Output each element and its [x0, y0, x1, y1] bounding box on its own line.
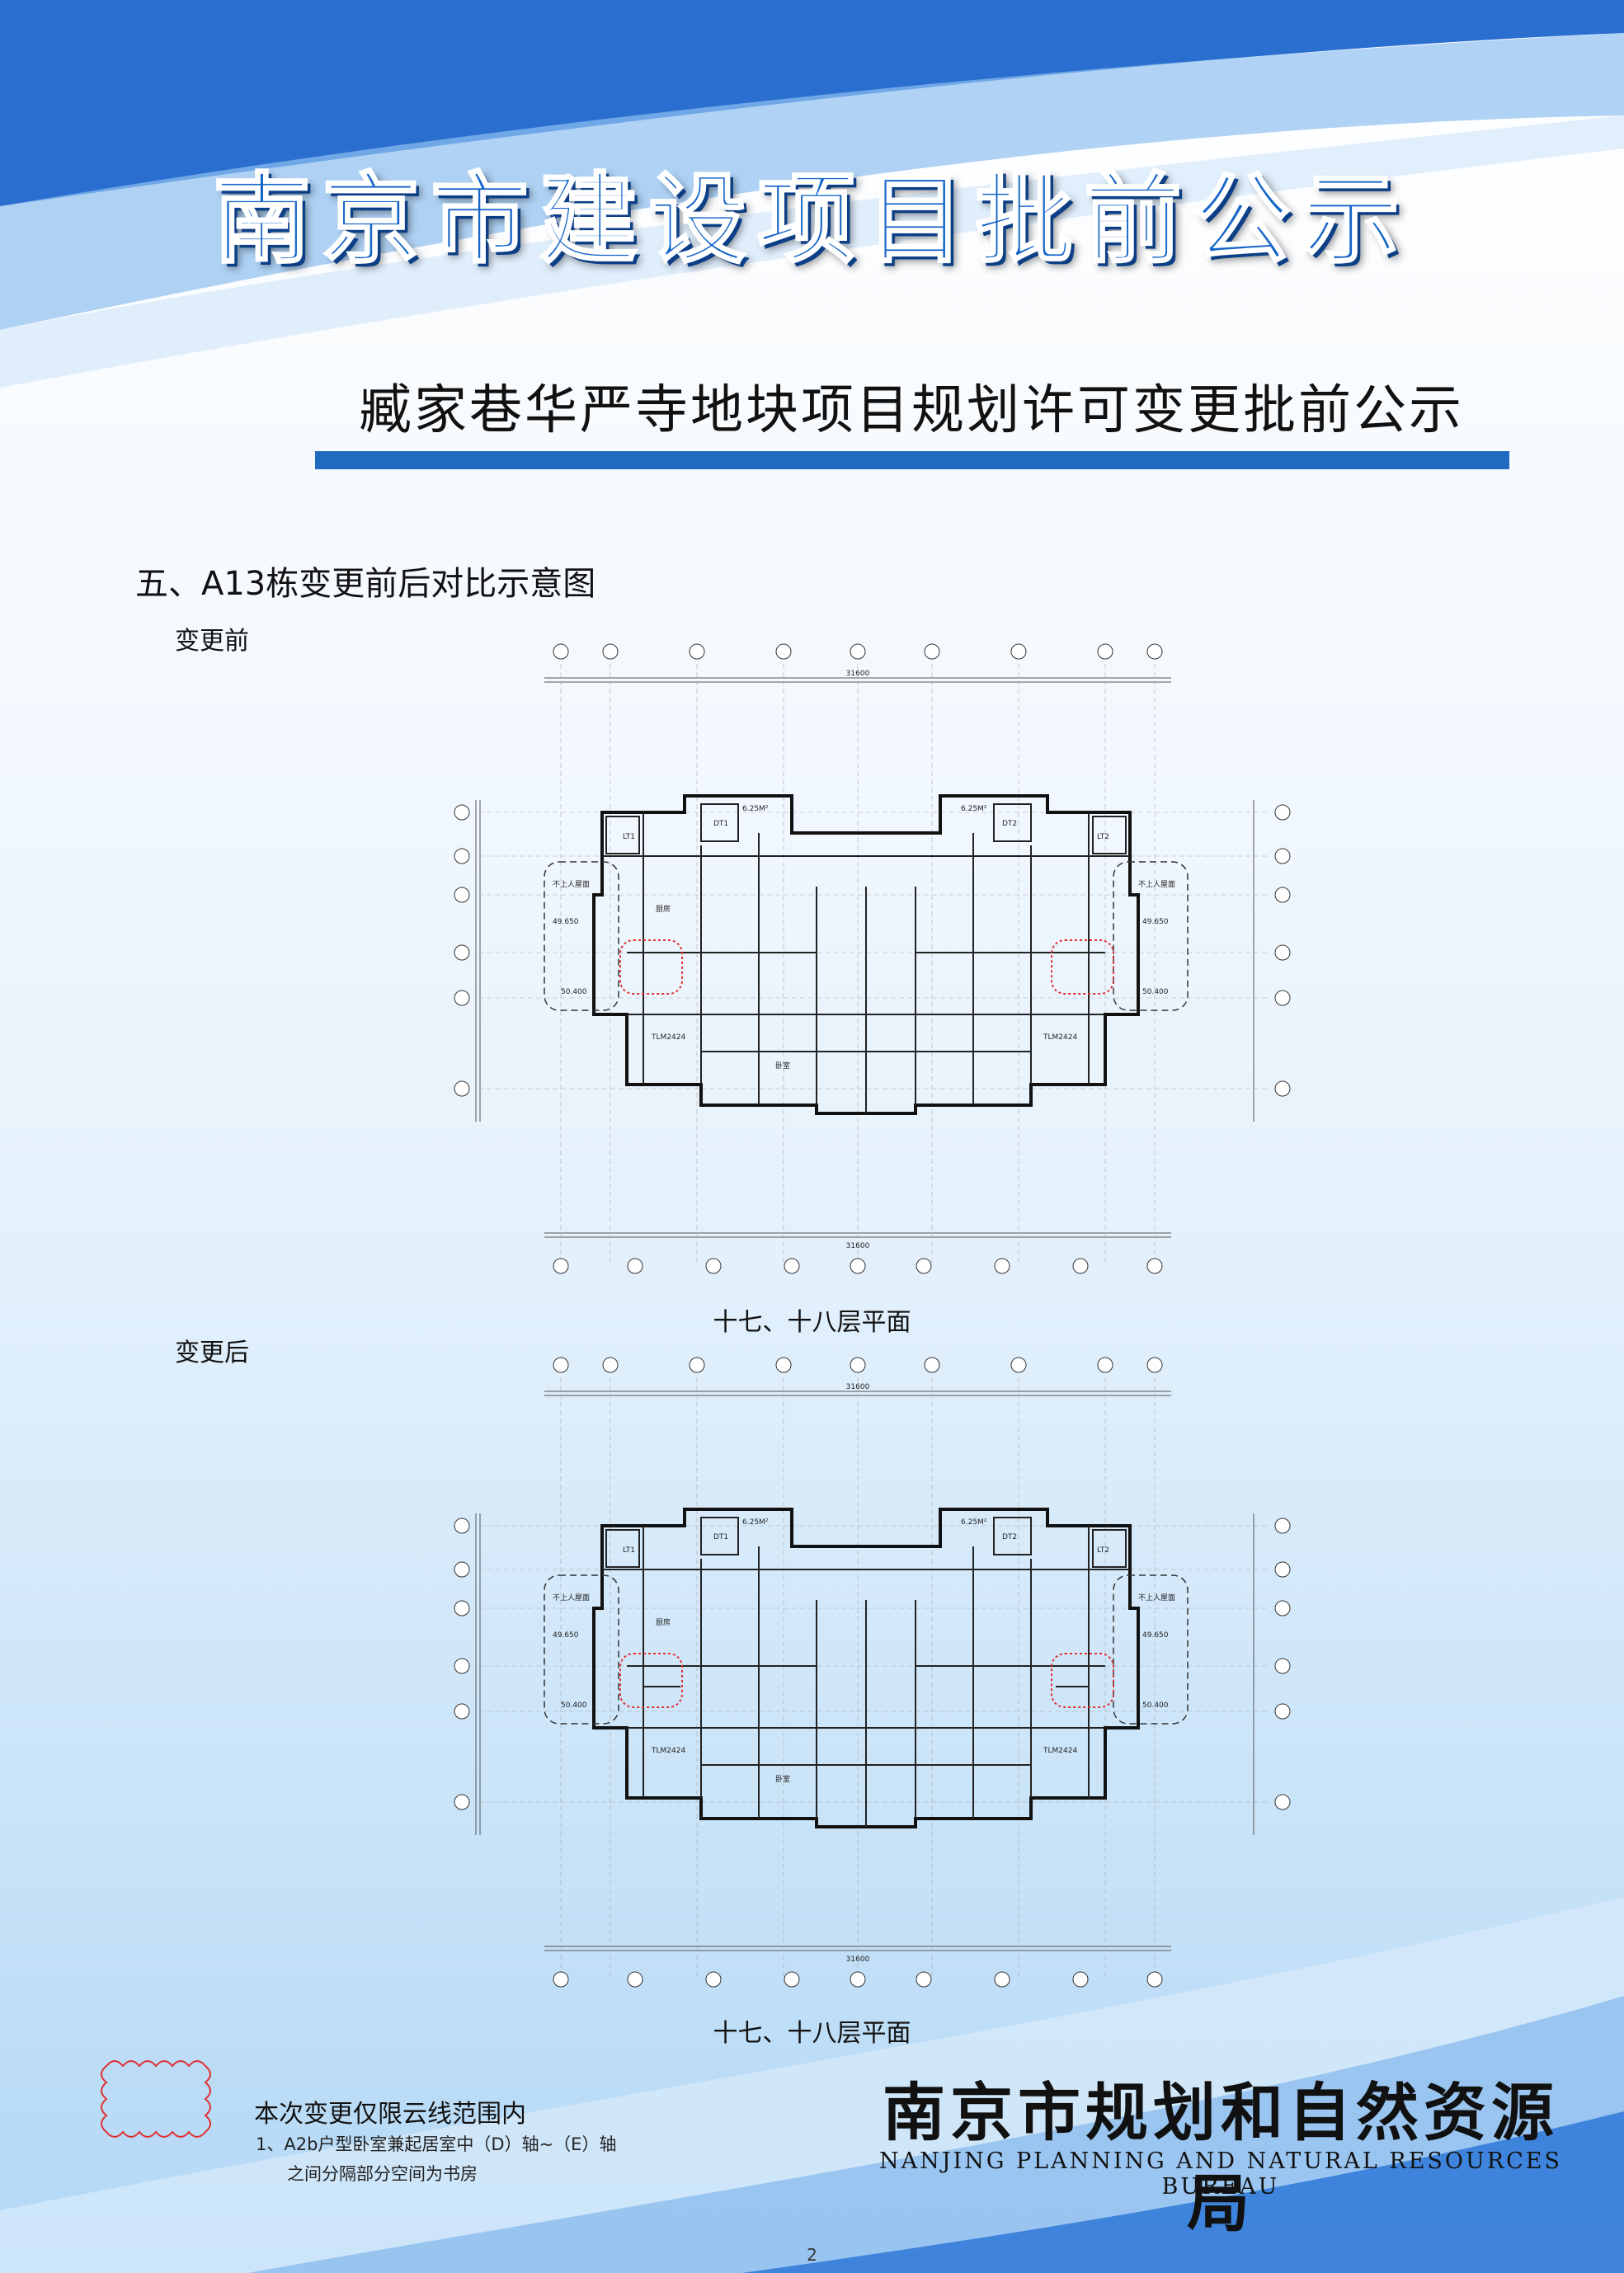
roof-label-right: 不上人屋面	[1138, 1593, 1175, 1602]
axis-bubbles	[454, 643, 1291, 1274]
elevation-left-2: 50.400	[561, 1701, 587, 1710]
revision-cloud-icon	[101, 2060, 211, 2138]
after-plan-caption: 十七、十八层平面	[713, 2019, 911, 2048]
elevation-left: 49.650	[553, 1631, 579, 1640]
elevator-label-dt1: DT1	[713, 820, 728, 828]
building-outline	[592, 1508, 1140, 1828]
interior-walls	[602, 1517, 1130, 1827]
bureau-name: 南京市规划和自然资源局	[883, 2076, 1559, 2240]
change-cloud-marks	[619, 1653, 1114, 1708]
main-title: 南京市建设项目批前公示	[212, 161, 1411, 278]
label-tlm-left: TLM2424	[651, 1033, 685, 1042]
elevation-right-2: 50.400	[1142, 988, 1169, 996]
before-plan-caption: 十七、十八层平面	[713, 1308, 911, 1337]
building-outline	[592, 794, 1140, 1115]
bottom-total-dimension: 31600	[846, 1242, 870, 1250]
label-tlm-left: TLM2424	[651, 1747, 685, 1755]
elevation-right: 49.650	[1142, 1631, 1169, 1640]
floor-plan-before: 31600 31600 15750 LT1 DT1 DT2 LT2 卧室 厨房 …	[454, 643, 1291, 1274]
roof-terrace-dashed	[544, 861, 1189, 1011]
section-title: 五、A13栋变更前后对比示意图	[135, 565, 596, 603]
after-label: 变更后	[175, 1339, 249, 1367]
stair-label-lt1: LT1	[623, 833, 635, 841]
elevation-right: 49.650	[1142, 918, 1169, 926]
roof-terrace-dashed	[544, 1574, 1189, 1725]
axis-bubbles	[454, 1357, 1291, 1988]
room-label-bedroom: 卧室	[775, 1061, 790, 1071]
label-tlm-right: TLM2424	[1043, 1033, 1077, 1042]
elevator-label-dt2: DT2	[1002, 820, 1017, 828]
roof-label-left: 不上人屋面	[553, 1593, 590, 1602]
subtitle: 臧家巷华严寺地块项目规划许可变更批前公示	[359, 380, 1464, 441]
bureau-name-english: NANJING PLANNING AND NATURAL RESOURCES B…	[878, 2148, 1563, 2200]
top-total-dimension: 31600	[846, 1383, 870, 1391]
area-label-right: 6.25M²	[961, 1518, 987, 1527]
room-label-kitchen: 厨房	[656, 904, 671, 914]
elevator-label-dt1: DT1	[713, 1533, 728, 1541]
room-label-kitchen: 厨房	[656, 1617, 671, 1627]
subtitle-underline	[315, 451, 1509, 469]
floor-plan-after: 31600 31600 LT1 DT1 DT2 LT2 卧室 厨房 不上人屋面 …	[454, 1357, 1291, 1988]
area-label-left: 6.25M²	[742, 805, 769, 813]
elevation-left: 49.650	[553, 918, 579, 926]
area-label-right: 6.25M²	[961, 805, 987, 813]
elevation-left-2: 50.400	[561, 988, 587, 996]
legend-note-line2: 之间分隔部分空间为书房	[287, 2164, 478, 2184]
change-cloud-marks	[619, 939, 1114, 995]
top-total-dimension: 31600	[846, 670, 870, 678]
stair-label-lt2: LT2	[1097, 1546, 1109, 1555]
area-label-left: 6.25M²	[742, 1518, 769, 1527]
interior-walls	[602, 803, 1130, 1113]
page-number: 2	[807, 2245, 817, 2265]
legend-note-line1: 1、A2b户型卧室兼起居室中（D）轴~（E）轴	[256, 2134, 617, 2154]
elevator-label-dt2: DT2	[1002, 1533, 1017, 1541]
axis-grid-lines	[478, 664, 1270, 1266]
before-label: 变更前	[175, 627, 249, 656]
room-label-bedroom: 卧室	[775, 1774, 790, 1784]
roof-label-right: 不上人屋面	[1138, 880, 1175, 889]
bottom-total-dimension: 31600	[846, 1955, 870, 1964]
label-tlm-right: TLM2424	[1043, 1747, 1077, 1755]
roof-label-left: 不上人屋面	[553, 880, 590, 889]
elevation-right-2: 50.400	[1142, 1701, 1169, 1710]
axis-grid-lines	[478, 1377, 1270, 1979]
stair-label-lt1: LT1	[623, 1546, 635, 1555]
stair-label-lt2: LT2	[1097, 833, 1109, 841]
legend-title: 本次变更仅限云线范围内	[254, 2100, 526, 2129]
